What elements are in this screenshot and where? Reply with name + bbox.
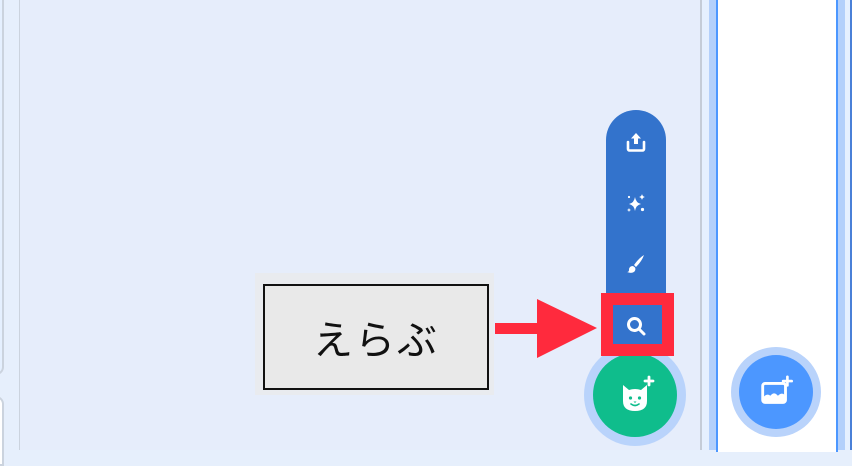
stage-selector-highlight: [709, 0, 716, 450]
choose-backdrop-button[interactable]: [739, 355, 813, 429]
upload-sprite-button[interactable]: [606, 122, 666, 162]
paint-sprite-button[interactable]: [606, 244, 666, 284]
choose-sprite-button[interactable]: [606, 306, 666, 346]
stage-selector-border-right: [845, 0, 850, 450]
sparkles-icon: [627, 194, 645, 212]
choose-sprite-main-button[interactable]: [593, 353, 677, 437]
callout-label-box: えらぶ: [263, 284, 489, 390]
stage-selector-highlight-right: [838, 0, 845, 450]
left-panel-card: [0, 0, 4, 375]
window-edge: [850, 0, 852, 450]
sprite-chooser-menu: [606, 110, 666, 370]
upload-icon: [626, 133, 646, 152]
image-plus-icon: [761, 375, 794, 404]
paintbrush-icon: [627, 255, 644, 273]
left-panel-card-lower: [0, 396, 4, 466]
highlight-box: [601, 293, 674, 356]
callout-label: えらぶ: [313, 318, 439, 364]
surprise-sprite-button[interactable]: [606, 183, 666, 223]
arrow-right-icon: [495, 299, 597, 358]
pane-divider: [700, 0, 702, 450]
cat-plus-icon: [623, 375, 655, 411]
search-icon: [627, 317, 646, 336]
stage-selector-border: [702, 0, 709, 450]
panel-divider: [19, 0, 20, 450]
